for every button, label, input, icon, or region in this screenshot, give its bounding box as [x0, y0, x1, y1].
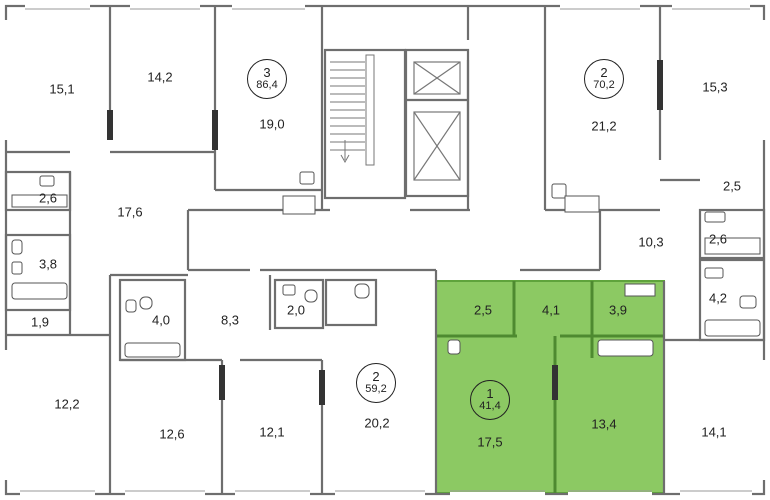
apartment-area: 70,2	[593, 79, 615, 92]
apartment-badge-2-right[interactable]: 2 70,2	[584, 59, 624, 99]
room-area: 12,2	[54, 396, 80, 412]
room-area: 17,6	[117, 204, 143, 220]
room-area: 19,0	[259, 116, 285, 132]
apartment-badge-3[interactable]: 3 86,4	[247, 59, 287, 99]
room-area: 14,2	[147, 69, 173, 85]
room-area: 2,6	[38, 190, 58, 206]
room-area: 2,6	[708, 231, 728, 247]
apartment-area: 41,4	[479, 400, 501, 413]
room-area: 2,0	[286, 302, 306, 318]
apartment-number: 1	[486, 386, 494, 402]
room-area: 10,3	[638, 234, 664, 250]
apartment-area: 59,2	[365, 383, 387, 396]
room-area: 17,5	[477, 434, 503, 450]
room-area: 13,4	[591, 416, 617, 432]
room-area: 3,9	[608, 302, 628, 318]
room-area: 4,1	[541, 302, 561, 318]
room-area: 21,2	[591, 118, 617, 134]
room-area: 4,2	[708, 290, 728, 306]
room-area: 15,3	[702, 79, 728, 95]
room-area: 14,1	[701, 424, 727, 440]
room-area: 4,0	[151, 312, 171, 328]
apartment-number: 2	[600, 65, 608, 81]
room-area: 12,1	[259, 424, 285, 440]
apartment-number: 2	[372, 369, 380, 385]
apartment-badge-2-center[interactable]: 2 59,2	[356, 363, 396, 403]
room-area: 2,5	[722, 178, 742, 194]
apartment-number: 3	[263, 65, 271, 81]
room-area: 2,5	[473, 302, 493, 318]
room-area: 12,6	[159, 426, 185, 442]
room-area: 3,8	[38, 256, 58, 272]
apartment-area: 86,4	[256, 79, 278, 92]
room-area: 1,9	[30, 314, 50, 330]
room-area: 8,3	[220, 312, 240, 328]
room-area: 20,2	[364, 415, 390, 431]
apartment-badge-1[interactable]: 1 41,4	[470, 380, 510, 420]
room-area: 15,1	[49, 81, 75, 97]
